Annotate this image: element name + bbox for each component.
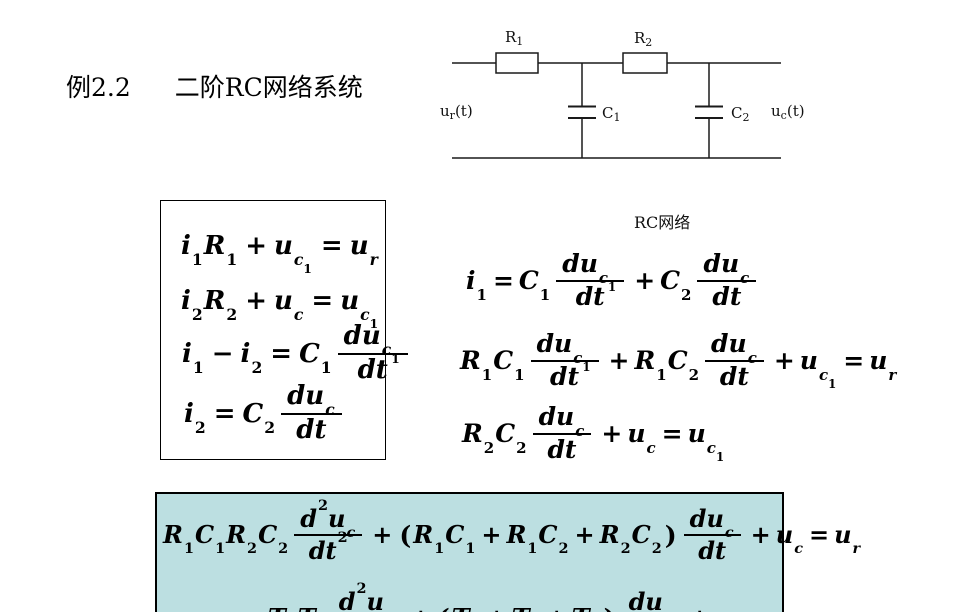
label-uc: uc(t)	[771, 102, 805, 122]
label-ur: ur(t)	[440, 102, 473, 122]
label-r2: R2	[634, 29, 653, 49]
label-c2: C2	[731, 104, 750, 124]
label-c1: C1	[602, 104, 621, 124]
rc-circuit-diagram	[452, 52, 781, 159]
label-r1: R1	[505, 28, 524, 48]
result-highlight-box	[155, 492, 784, 612]
example-number: 例2.2	[66, 73, 131, 102]
title-text: 二阶RC网络系统	[174, 73, 363, 102]
resistor-r1	[495, 52, 539, 74]
loop-equations-box	[160, 200, 386, 460]
circuit-caption: RC网络	[634, 213, 691, 232]
page-title: 例2.2 二阶RC网络系统	[66, 68, 363, 104]
resistor-r2	[622, 52, 668, 74]
